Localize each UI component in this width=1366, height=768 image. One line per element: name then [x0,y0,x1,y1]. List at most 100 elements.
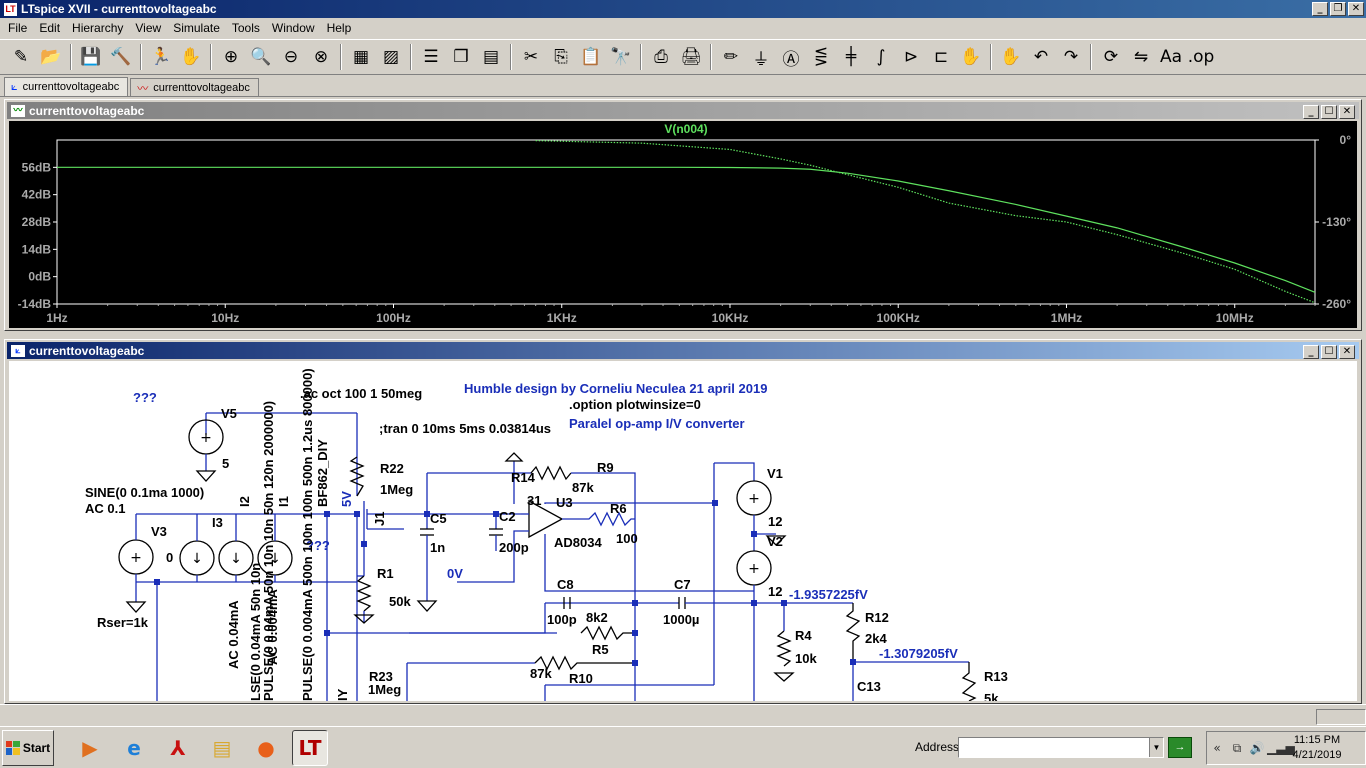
schematic-label-i1[interactable]: I1 [276,496,291,507]
address-go-button[interactable]: → [1168,737,1192,758]
schematic-label-c5[interactable]: C5 [430,511,447,526]
save-icon[interactable]: 💾 [80,47,102,67]
capacitor-icon[interactable]: ╪ [845,47,857,67]
schematic-label-r1[interactable]: R1 [377,566,394,581]
schematic-label-humble[interactable]: Humble design by Corneliu Neculea 21 apr… [464,381,768,396]
schematic-maximize-button[interactable]: ☐ [1321,345,1337,359]
schematic-label-c7[interactable]: C7 [674,577,691,592]
schematic-label-ac0004[interactable]: AC 0.004mA [265,589,280,665]
schematic-label-bf862[interactable]: BF862_DIY [315,439,330,507]
waveform-window-titlebar[interactable]: 〰 currenttovoltageabc _ ☐ ✕ [7,102,1359,119]
schematic-label-r13v[interactable]: 5k [984,691,999,701]
restore-button[interactable]: ❐ [1330,2,1346,16]
halt-icon[interactable]: ✋ [180,47,202,67]
text-icon[interactable]: Aa [1159,47,1183,67]
schematic-label-fivev[interactable]: 5V [339,491,354,507]
schematic-label-j1[interactable]: J1 [372,511,387,526]
tile-vertical-icon[interactable]: ▤ [482,47,500,67]
schematic-label-u3[interactable]: U3 [556,495,573,510]
schematic-label-r9[interactable]: R9 [597,460,614,475]
menu-file[interactable]: File [8,21,28,35]
schematic-label-fv1[interactable]: -1.9357225fV [789,587,868,602]
schematic-label-r4v[interactable]: 10k [795,651,817,666]
schematic-label-v5val[interactable]: 5 [222,456,230,471]
schematic-label-q2[interactable]: ??? [306,538,330,553]
schematic-label-tran[interactable]: ;tran 0 10ms 5ms 0.03814us [379,421,551,436]
schematic-label-sine[interactable]: SINE(0 0.1ma 1000) [85,485,205,500]
drag-icon[interactable]: ✋ [1000,47,1022,67]
schematic-label-zero_v[interactable]: 0V [447,566,463,581]
draw-wire-icon[interactable]: ✏ [723,47,739,67]
mirror-icon[interactable]: ⇋ [1133,47,1149,67]
open-icon[interactable]: 📂 [40,47,62,67]
schematic-label-r23v[interactable]: 1Meg [368,682,402,697]
menu-tools[interactable]: Tools [231,21,260,35]
schematic-window-titlebar[interactable]: ⟀ currenttovoltageabc _ ☐ ✕ [7,342,1359,359]
explorer-taskbar-icon[interactable]: ▤ [212,735,232,760]
zoom-out-icon[interactable]: ⊖ [283,47,299,67]
cascade-icon[interactable]: ❐ [453,47,469,67]
schematic-label-r9v[interactable]: 87k [572,480,594,495]
copy-icon[interactable]: ⎘ [554,47,568,67]
schematic-label-c13[interactable]: C13 [857,679,881,694]
tray-expand-icon[interactable]: « [1213,741,1221,755]
autorange-icon[interactable]: ▦ [352,47,370,67]
print-icon[interactable]: ⎙ [654,47,668,67]
schematic-label-r10v[interactable]: 87k [530,666,552,681]
schematic-label-v2[interactable]: V2 [767,534,783,549]
close-button[interactable]: ✕ [1348,2,1364,16]
schematic-label-v5[interactable]: V5 [221,406,237,421]
volume-icon[interactable]: 🔊 [1249,741,1265,755]
redo-icon[interactable]: ↷ [1063,47,1079,67]
address-dropdown-icon[interactable]: ▼ [1149,738,1163,757]
label-net-icon[interactable]: Ⓐ [782,49,800,70]
schematic-label-c8v[interactable]: 100p [547,612,577,627]
tab-schematic[interactable]: ⟀ currenttovoltageabc [4,77,129,96]
schematic-label-r1v[interactable]: 50k [389,594,411,609]
minimize-button[interactable]: _ [1312,2,1328,16]
schematic-label-c8[interactable]: C8 [557,577,574,592]
schematic-label-rser[interactable]: Rser=1k [97,615,148,630]
schematic-label-pulse2[interactable]: PULSE(0 0.004mA 500n 100n 100n 500n 1.2u… [300,368,315,701]
find-icon[interactable]: 🔭 [610,47,632,67]
component-icon[interactable]: ⊏ [933,47,949,67]
schematic-label-r12v[interactable]: 2k4 [865,631,887,646]
move-icon[interactable]: ✋ [960,47,982,67]
tile-horizontal-icon[interactable]: ☰ [423,47,439,67]
schematic-label-v3val[interactable]: 0 [166,550,174,565]
schematic-label-v1v[interactable]: 12 [768,514,783,529]
menu-edit[interactable]: Edit [39,21,61,35]
schematic-label-n31[interactable]: 31 [527,493,542,508]
schematic-label-r6[interactable]: R6 [610,501,627,516]
schematic-label-v2v[interactable]: 12 [768,584,783,599]
start-button[interactable]: Start [2,729,54,766]
internet-explorer-taskbar-icon[interactable]: e [127,735,141,760]
ground-icon[interactable]: ⏚ [752,49,770,70]
tab-waveform[interactable]: 〰 currenttovoltageabc [130,78,259,96]
waveform-maximize-button[interactable]: ☐ [1321,105,1337,119]
cut-icon[interactable]: ✂ [523,47,539,67]
network-icon[interactable]: ⧉ [1232,740,1242,755]
new-schematic-icon[interactable]: ✎ [13,47,29,67]
run-icon[interactable]: 🏃 [150,47,172,67]
print-setup-icon[interactable]: 🖨 [680,47,702,67]
spice-directive-icon[interactable]: .op [1187,47,1215,67]
schematic-label-diy2[interactable]: IY [335,688,350,701]
schematic-label-lse[interactable]: LSE(0 0.04mA 50n 10n [248,562,263,701]
undo-icon[interactable]: ↶ [1033,47,1049,67]
schematic-label-r13[interactable]: R13 [984,669,1008,684]
rotate-icon[interactable]: ⟳ [1103,47,1119,67]
waveform-minimize-button[interactable]: _ [1303,105,1319,119]
schematic-label-r5v[interactable]: 8k2 [586,610,608,625]
schematic-label-fv2[interactable]: -1.3079205fV [879,646,958,661]
schematic-label-ad8034[interactable]: AD8034 [554,535,602,550]
menu-window[interactable]: Window [271,21,315,35]
schematic-label-c2v[interactable]: 200p [499,540,529,555]
schematic-label-r22[interactable]: R22 [380,461,404,476]
waveform-close-button[interactable]: ✕ [1339,105,1355,119]
clock[interactable]: 11:15 PM 4/21/2019 [1282,733,1352,763]
autorange-y-icon[interactable]: ▨ [382,47,400,67]
schematic-close-button[interactable]: ✕ [1339,345,1355,359]
schematic-label-q1[interactable]: ??? [133,390,157,405]
